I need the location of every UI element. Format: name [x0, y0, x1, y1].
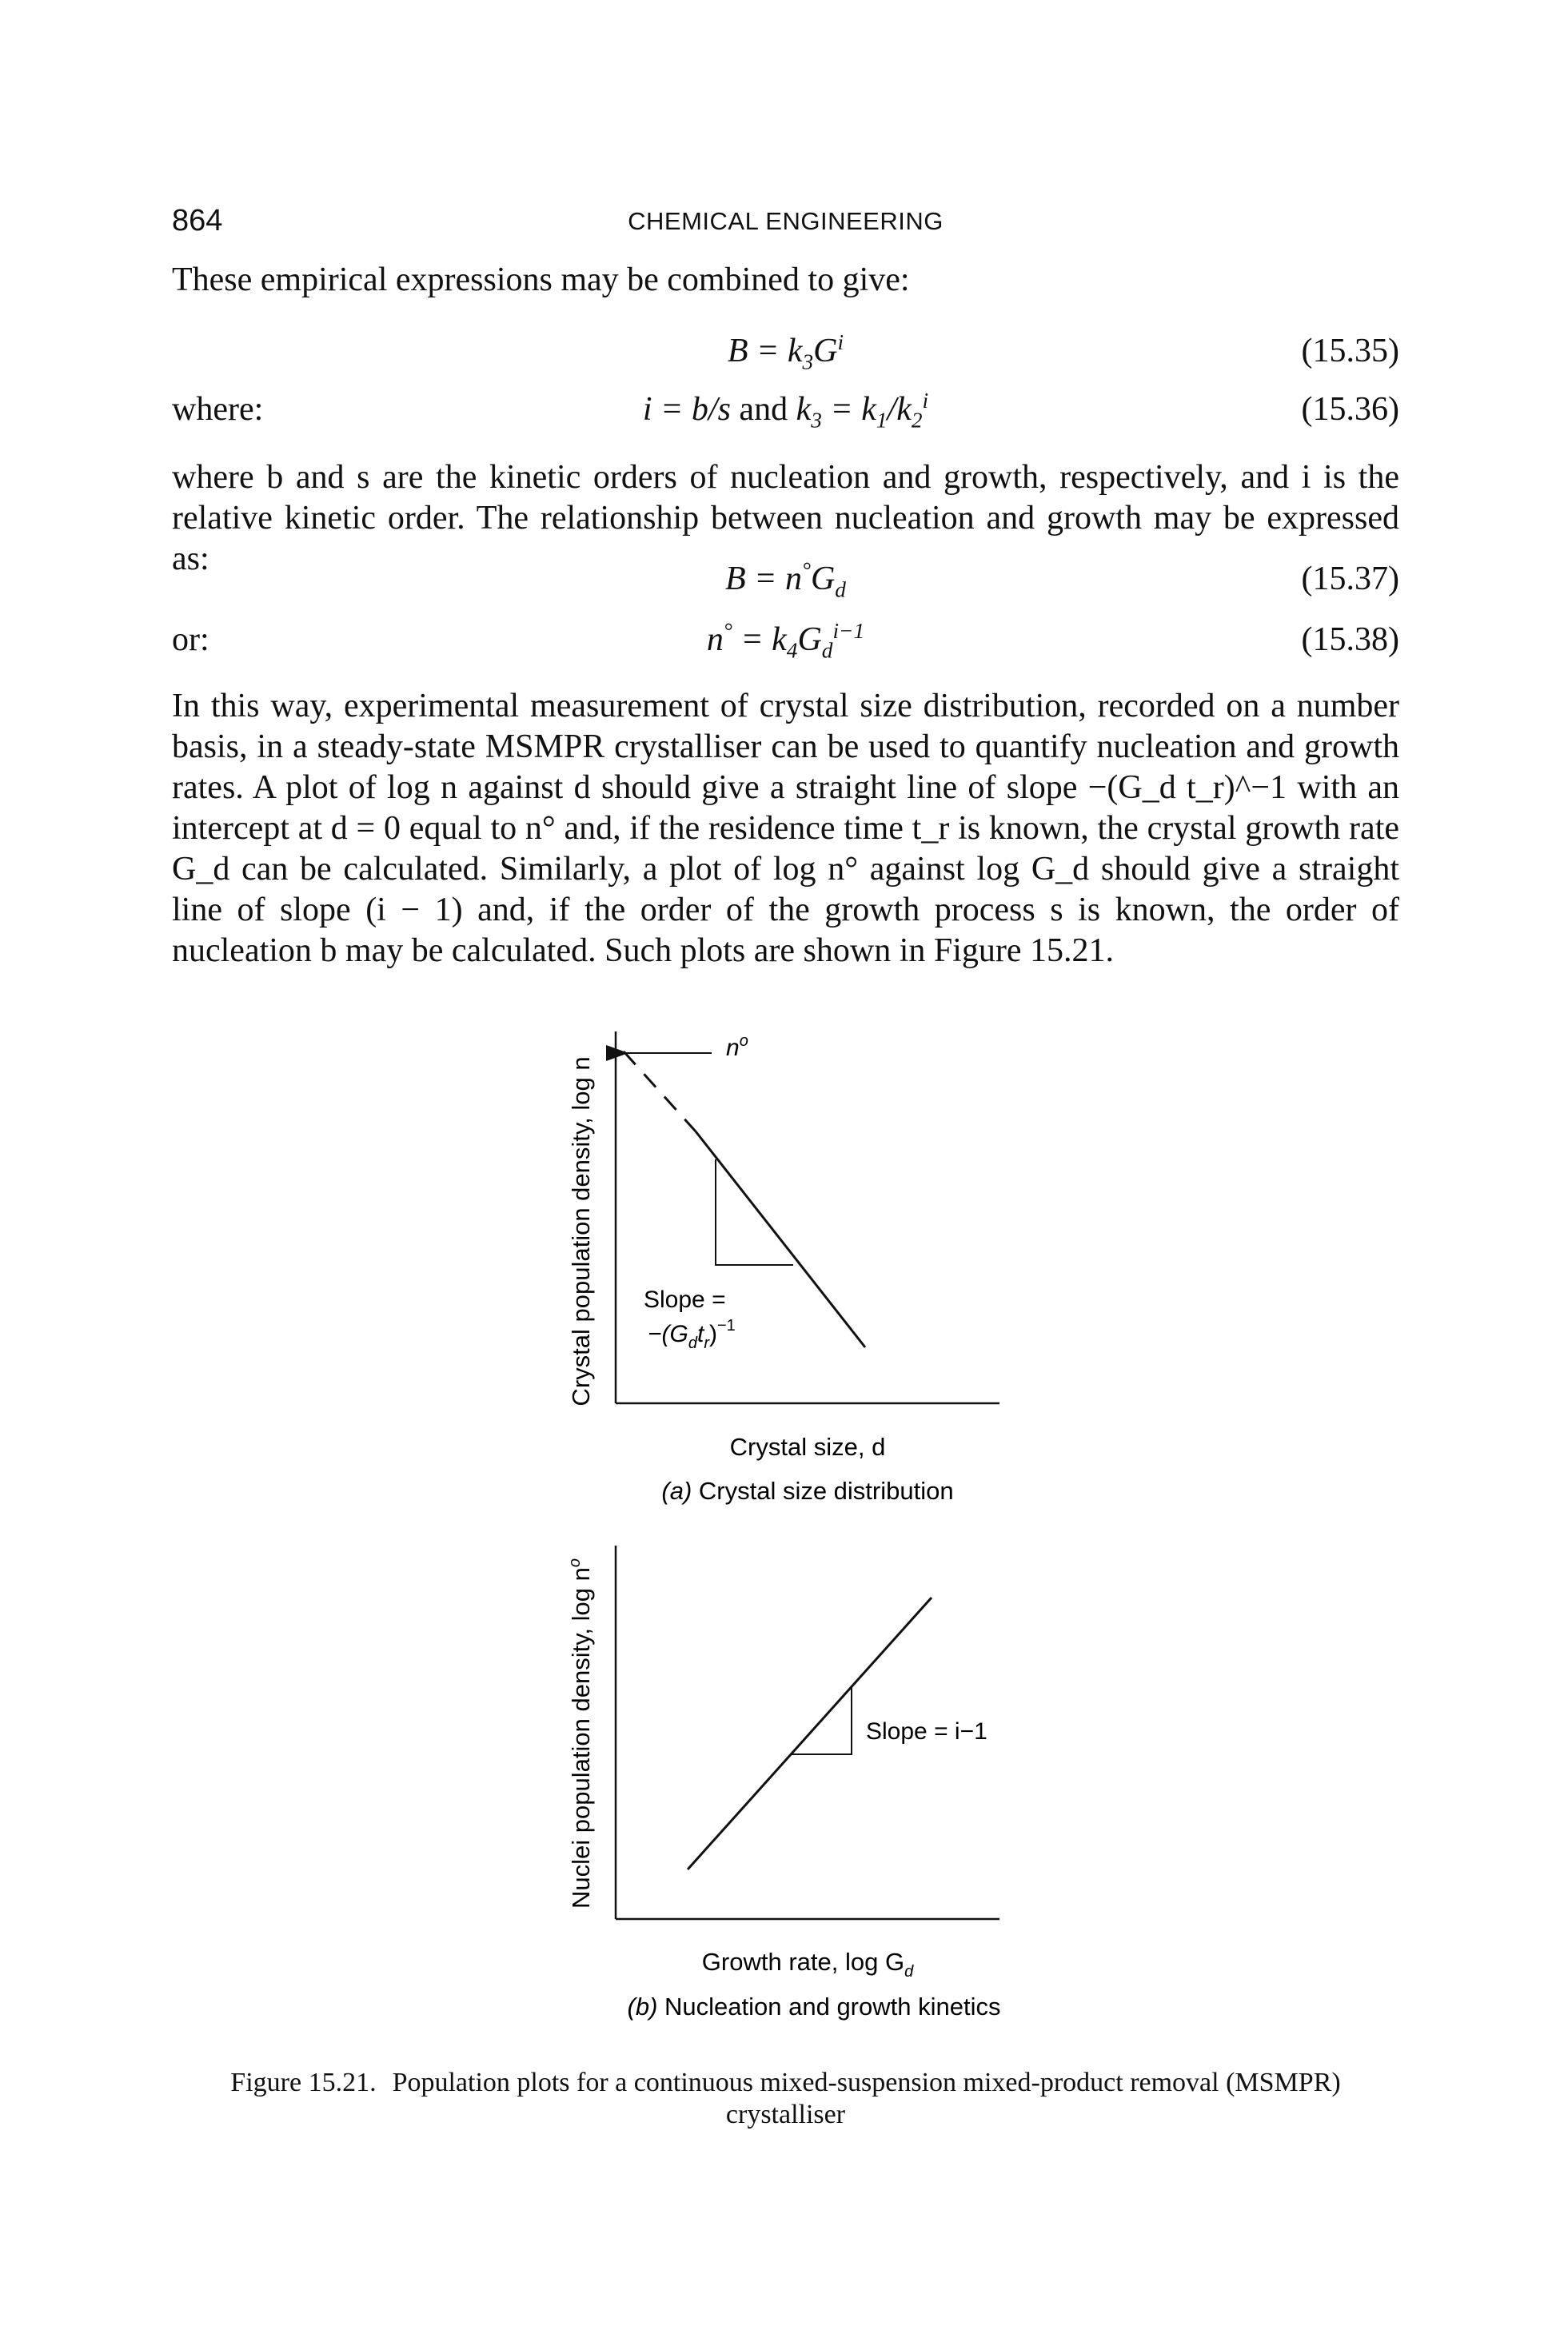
figure-a-plot: no Slope = −(Gdtr)−1 Crystal population … — [567, 1031, 999, 1505]
slope-triangle — [792, 1686, 852, 1755]
equation-15-36-body: i = b/s and k3 = k1/k2i — [642, 389, 929, 433]
figure-b: Slope = i−1 Nuclei population density, l… — [552, 1534, 1111, 2029]
figure-b-plot: Slope = i−1 Nuclei population density, l… — [566, 1546, 1001, 2021]
equation-number: (15.38) — [1301, 621, 1399, 658]
figure-a-subcaption: (a) Crystal size distribution — [661, 1477, 953, 1505]
equation-15-37-body: B = n°Gd — [725, 558, 846, 602]
figure-a: no Slope = −(Gdtr)−1 Crystal population … — [552, 1015, 1047, 1511]
kinetic-orders-paragraph: where b and s are the kinetic orders of … — [172, 459, 1399, 577]
running-head: CHEMICAL ENGINEERING — [628, 207, 944, 235]
x-axis-label: Growth rate, log Gd — [702, 1948, 914, 1981]
equation-lead: or: — [172, 621, 209, 658]
equation-15-38: or: n° = k4Gdi−1 (15.38) — [172, 620, 1399, 662]
slope-label-line2: −(Gdtr)−1 — [648, 1317, 736, 1352]
y-axis-label: Nuclei population density, log no — [566, 1558, 595, 1909]
page-number: 864 — [172, 204, 223, 237]
slope-triangle — [715, 1159, 793, 1266]
figure-caption: Figure 15.21. Population plots for a cont… — [172, 2067, 1399, 2131]
equation-number: (15.36) — [1301, 391, 1399, 428]
equation-15-37: B = n°Gd (15.37) — [172, 558, 1399, 602]
figure-b-subcaption: (b) Nucleation and growth kinetics — [628, 1993, 1001, 2021]
equation-lead: where: — [172, 391, 264, 428]
equation-15-36: where: i = b/s and k3 = k1/k2i (15.36) — [172, 389, 1399, 433]
equation-15-38-body: n° = k4Gdi−1 — [706, 619, 865, 663]
extrapolated-line — [622, 1050, 697, 1133]
equation-15-35-body: B = k3Gi — [727, 330, 844, 374]
figure-caption-text: Population plots for a continuous mixed-… — [392, 2068, 1341, 2129]
equation-number: (15.35) — [1301, 333, 1399, 369]
intercept-label: no — [726, 1032, 748, 1061]
equation-number: (15.37) — [1301, 561, 1399, 597]
x-axis-label: Crystal size, d — [730, 1433, 886, 1461]
main-paragraph: In this way, experimental measurement of… — [172, 688, 1399, 969]
slope-label-line1: Slope = — [644, 1287, 726, 1313]
equation-15-35: B = k3Gi (15.35) — [172, 330, 1399, 374]
data-line — [686, 1596, 933, 1871]
y-axis-label: Crystal population density, log n — [567, 1056, 595, 1406]
data-line — [694, 1131, 867, 1348]
intro-paragraph: These empirical expressions may be combi… — [172, 261, 910, 298]
page-header: 864 CHEMICAL ENGINEERING — [172, 204, 1399, 244]
slope-label: Slope = i−1 — [866, 1718, 987, 1745]
figure-caption-label: Figure 15.21. — [230, 2068, 377, 2097]
